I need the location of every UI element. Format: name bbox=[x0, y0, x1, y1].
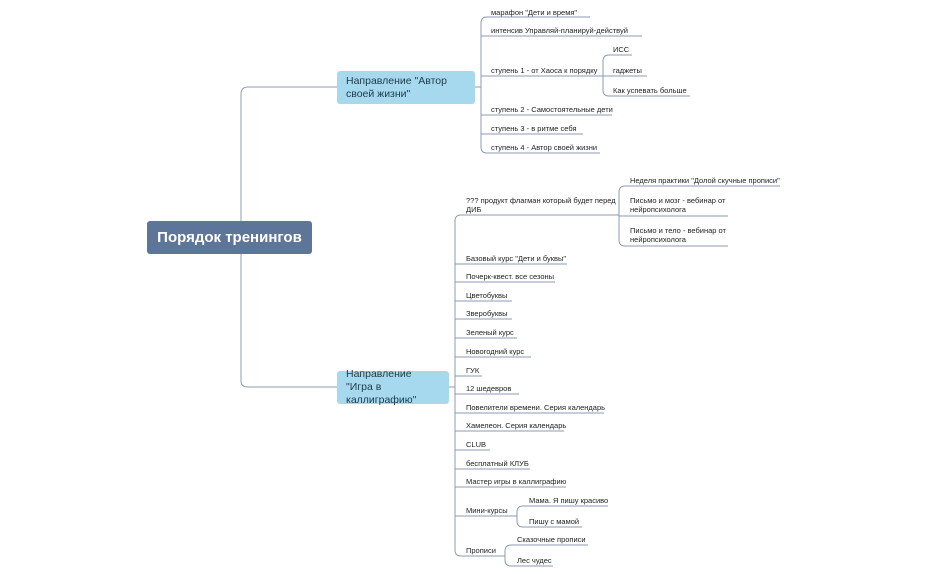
topic-new-year-course[interactable]: Новогодний курс bbox=[466, 347, 525, 356]
topic-write-with-mom[interactable]: Пишу с мамой bbox=[529, 517, 580, 526]
topic-handwriting-quest[interactable]: Почерк-квест. все сезоны bbox=[466, 272, 555, 281]
branch1-0 bbox=[480, 16, 590, 87]
topic-free-club[interactable]: бесплатный КЛУБ bbox=[466, 459, 529, 468]
branch-author-of-life[interactable]: Направление "Автор своей жизни" bbox=[337, 71, 475, 104]
branch-calligraphy-game[interactable]: Направление "Игра в каллиграфию" bbox=[337, 368, 449, 406]
mini-1 bbox=[516, 516, 582, 528]
topic-time-lords[interactable]: Повелители времени. Серия календарь bbox=[466, 403, 606, 412]
flagship-2 bbox=[618, 215, 728, 247]
topic-be-more-productive[interactable]: Как успевать больше bbox=[613, 86, 687, 95]
topic-forest-of-wonders[interactable]: Лес чудес bbox=[517, 556, 552, 565]
topic-step-4[interactable]: ступень 4 - Автор своей жизни bbox=[491, 143, 598, 152]
topic-green-course[interactable]: Зеленый курс bbox=[466, 328, 514, 337]
topic-step-3[interactable]: ступень 3 - в ритме себя bbox=[491, 124, 577, 133]
mini-0 bbox=[516, 505, 608, 516]
copybooks-1 bbox=[504, 556, 553, 567]
topic-12-masterpieces[interactable]: 12 шедевров bbox=[466, 384, 512, 393]
topic-basic-course[interactable]: Базовый курс "Дети и буквы" bbox=[466, 254, 567, 263]
topic-flagship[interactable]: ??? продукт флагман который будет перед … bbox=[466, 196, 616, 214]
step1-2 bbox=[602, 76, 690, 97]
topic-color-letters[interactable]: Цветобуквы bbox=[466, 291, 508, 300]
topic-copybooks[interactable]: Прописи bbox=[466, 546, 496, 555]
topic-club[interactable]: CLUB bbox=[466, 440, 487, 449]
topic-iss[interactable]: ИСС bbox=[613, 45, 630, 54]
topic-animal-letters[interactable]: Зверобуквы bbox=[466, 309, 508, 318]
branch1-5 bbox=[480, 87, 600, 154]
copybooks-0 bbox=[504, 544, 588, 556]
topic-writing-body[interactable]: Письмо и тело - вебинар от нейропсихолог… bbox=[630, 226, 726, 244]
topic-mom-i-write[interactable]: Мама. Я пишу красиво bbox=[529, 496, 609, 505]
topic-marathon[interactable]: марафон "Дети и время" bbox=[491, 8, 578, 17]
branch2-0 bbox=[454, 214, 619, 387]
topic-gadgets[interactable]: гаджеты bbox=[613, 66, 642, 75]
branch2-15 bbox=[454, 387, 505, 557]
topic-fairy-copybooks[interactable]: Сказочные прописи bbox=[517, 535, 586, 544]
root-topic[interactable]: Порядок тренингов bbox=[147, 221, 312, 254]
step1-0 bbox=[602, 54, 632, 76]
topic-writing-brain[interactable]: Письмо и мозг - вебинар от нейропсихолог… bbox=[630, 196, 726, 214]
topic-intensive[interactable]: интенсив Управляй-планируй-действуй bbox=[491, 26, 628, 35]
root-to-branch-2 bbox=[240, 237, 337, 388]
topic-chameleon[interactable]: Хамелеон. Серия календарь bbox=[466, 421, 567, 430]
topic-step-1[interactable]: ступень 1 - от Хаоса к порядку bbox=[491, 66, 598, 75]
topic-mini-courses[interactable]: Мини-курсы bbox=[466, 506, 508, 515]
topic-practice-week[interactable]: Неделя практики "Долой скучные прописи" bbox=[630, 176, 780, 185]
topic-step-2[interactable]: ступень 2 - Самостоятельные дети bbox=[491, 105, 613, 114]
topic-calligraphy-master[interactable]: Мастер игры в каллиграфию bbox=[466, 477, 567, 486]
flagship-0 bbox=[618, 185, 780, 215]
topic-guk[interactable]: ГУК bbox=[466, 366, 480, 375]
root-to-branch-1 bbox=[240, 86, 337, 237]
